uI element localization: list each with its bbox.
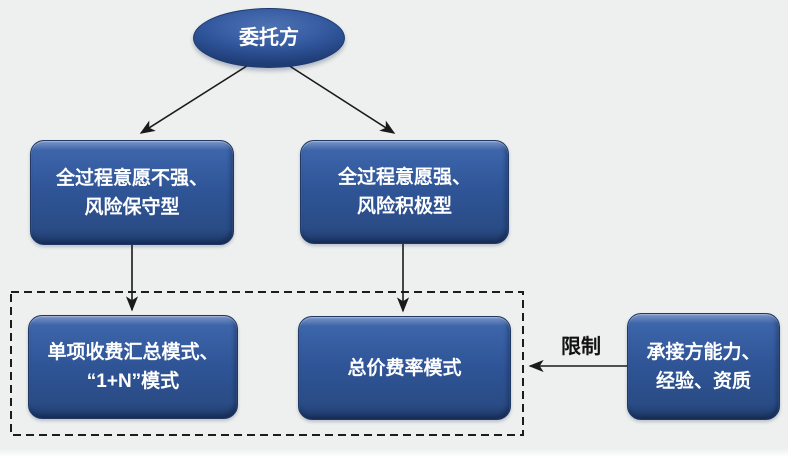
contractor-capability-label: 承接方能力、 经验、资质 <box>646 341 761 392</box>
restrict-edge-label: 限制 <box>561 336 601 358</box>
lump-sum-rate-mode-label: 总价费率模式 <box>347 357 462 379</box>
aggressive-type-node: 全过程意愿强、 风险积极型 <box>300 140 509 244</box>
lump-sum-rate-mode-node: 总价费率模式 <box>298 316 511 420</box>
conservative-type-label: 全过程意愿不强、 风险保守型 <box>55 167 208 218</box>
itemized-fee-mode-node: 单项收费汇总模式、 “1+N”模式 <box>28 315 238 419</box>
itemized-fee-mode-label: 单项收费汇总模式、 “1+N”模式 <box>47 342 219 392</box>
edge-client-aggressive <box>287 64 396 134</box>
mode-group-dashed-box <box>10 291 524 436</box>
contractor-capability-node: 承接方能力、 经验、资质 <box>627 313 780 420</box>
conservative-type-node: 全过程意愿不强、 风险保守型 <box>30 140 234 245</box>
edge-client-conservative <box>139 63 251 134</box>
page-bottom-edge <box>0 448 788 458</box>
aggressive-type-label: 全过程意愿强、 风险积极型 <box>337 167 471 217</box>
client-node: 委托方 <box>193 8 345 68</box>
client-node-label: 委托方 <box>239 26 299 49</box>
